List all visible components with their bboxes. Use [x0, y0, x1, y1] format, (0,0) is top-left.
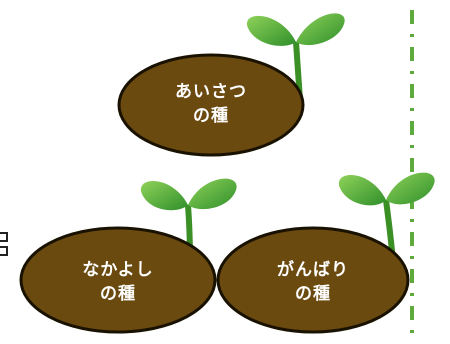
- seed-icon: [19, 226, 217, 334]
- seed-label-aisatsu: あいさつ の種: [151, 80, 271, 128]
- edge-mark: [0, 246, 8, 256]
- seed-label-line2: の種: [295, 284, 331, 304]
- edge-mark: [0, 232, 8, 242]
- seed-label-nakayoshi: なかよし の種: [58, 258, 178, 306]
- sprout-icon: [140, 178, 237, 263]
- seed-label-line2: の種: [100, 284, 136, 304]
- seed-icon: [117, 53, 305, 157]
- seed-label-line2: の種: [193, 106, 229, 126]
- seed-icon: [216, 226, 410, 334]
- seed-label-ganbari: がんばり の種: [253, 258, 373, 306]
- seed-label-line1: なかよし: [82, 260, 154, 280]
- seed-label-line1: あいさつ: [175, 82, 247, 102]
- seed-label-line1: がんばり: [277, 260, 349, 280]
